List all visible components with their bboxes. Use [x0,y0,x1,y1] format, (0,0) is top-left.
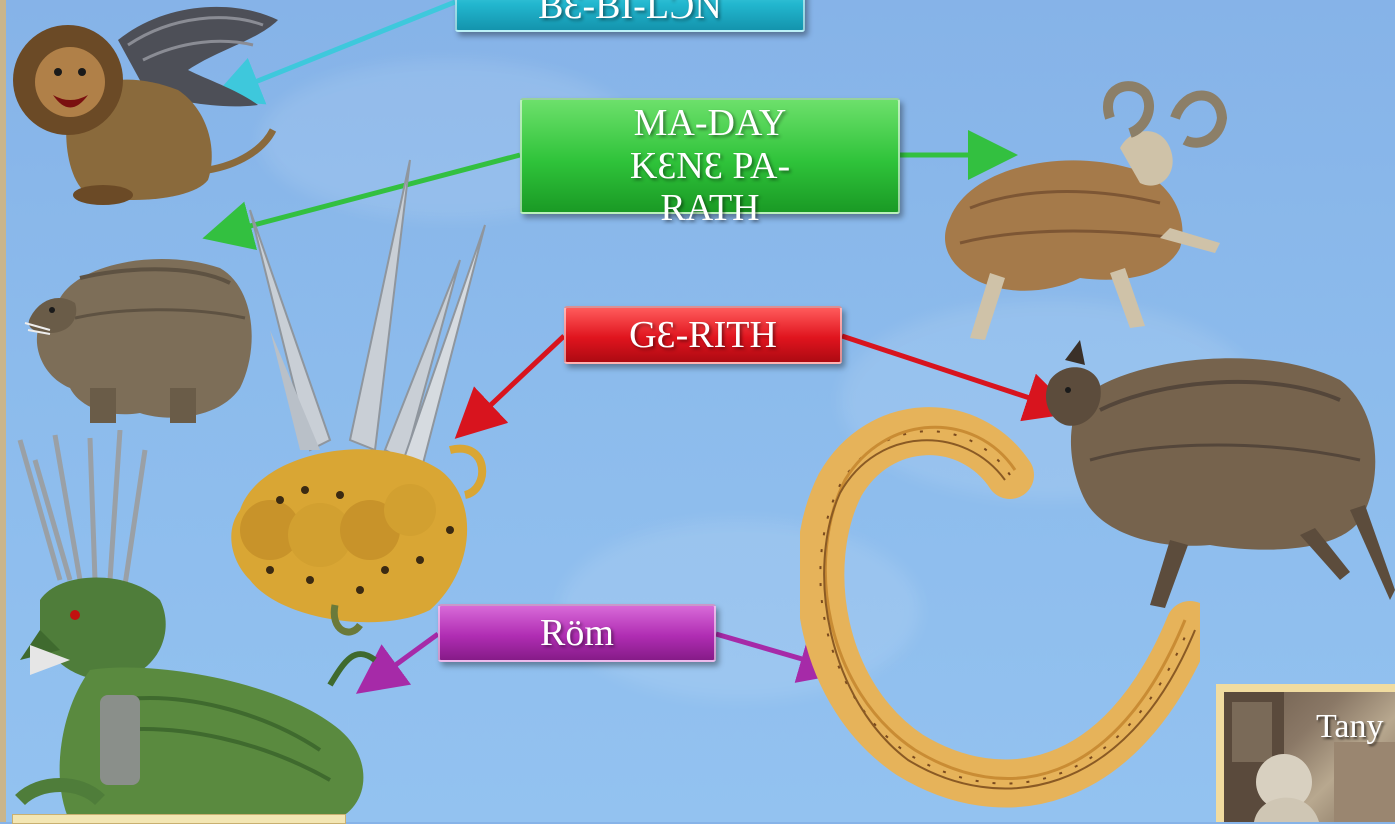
thumbnail-image: Tany [1224,692,1395,822]
label-greece: GƐ-RITH [564,306,842,364]
horn-image [800,395,1200,820]
ram-image [930,78,1230,358]
label-rome-text: Röm [540,612,614,655]
label-rome: Röm [438,604,716,662]
bottom-caption-box [12,814,346,824]
label-medo-persia-line-2: KƐNƐ PA- [630,145,790,188]
label-babylon: BƐ-BI-LƆN [455,0,805,32]
label-babylon-text: BƐ-BI-LƆN [538,0,722,28]
label-medo-persia-line-3: RATH [660,187,759,230]
label-medo-persia-line-1: MA-DAY [634,102,787,145]
terrible-beast-image [0,430,385,822]
label-greece-text: GƐ-RITH [629,314,777,357]
thumbnail-card[interactable]: Tany [1216,684,1395,822]
label-medo-persia: MA-DAY KƐNƐ PA- RATH [520,98,900,214]
thumbnail-caption: Tany [1316,708,1384,746]
